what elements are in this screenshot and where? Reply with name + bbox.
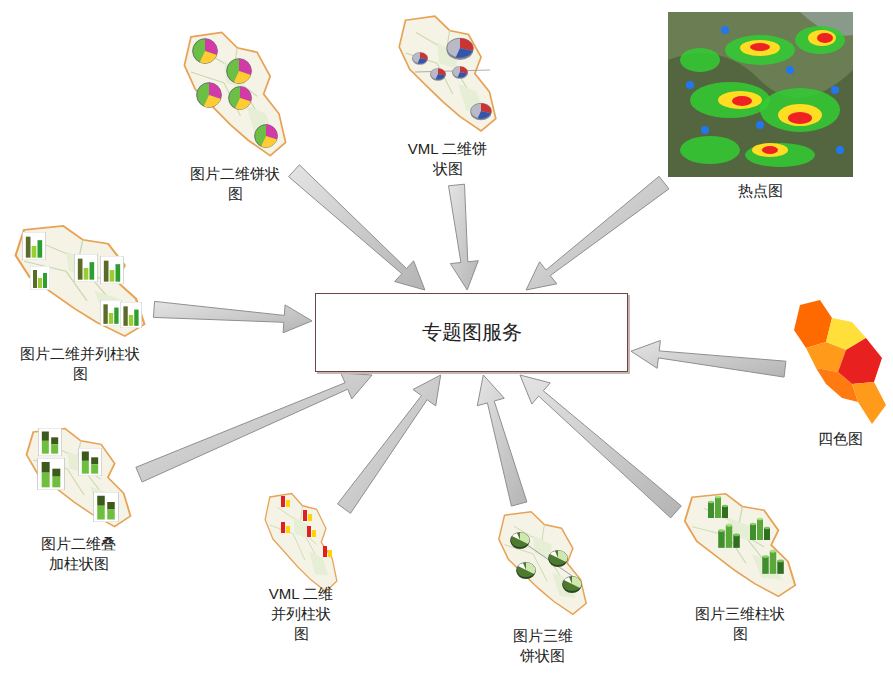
thumbnail-caption: 图片二维叠加柱状图 xyxy=(38,534,120,574)
spike-arrow xyxy=(631,341,786,378)
thumbnail-node: 四色图 xyxy=(789,300,889,451)
bar-map-thumbnail xyxy=(16,226,145,336)
thumbnail-node: VML 二维饼状图 xyxy=(395,12,500,181)
spike-arrow xyxy=(520,375,681,518)
thumbnail-node: 图片二维饼状图 xyxy=(180,28,290,206)
service-box: 专题图服务 xyxy=(315,293,628,372)
vml-pie-map-thumbnail xyxy=(399,16,496,131)
service-label: 专题图服务 xyxy=(422,319,522,346)
caption-block: 图片二维饼状图 xyxy=(187,164,283,204)
thumbnail-node: 图片三维柱状图 xyxy=(680,490,800,646)
thumbnail-node: 图片二维叠加柱状图 xyxy=(22,425,135,576)
caption-block: 四色图 xyxy=(792,429,888,449)
thumbnail-caption: 热点图 xyxy=(701,181,821,201)
thumbnail-node: VML 二维并列柱状图 xyxy=(262,490,340,646)
spike-arrow xyxy=(477,375,527,506)
thumbnail-node: 热点图 xyxy=(668,12,853,203)
pie-map-thumbnail xyxy=(184,32,285,155)
spike-arrow xyxy=(526,176,669,290)
caption-block: 图片二维并列柱状图 xyxy=(19,344,141,384)
thumbnail-caption: 图片二维饼状图 xyxy=(187,164,283,204)
spike-arrow xyxy=(289,165,425,290)
spike-arrow xyxy=(449,184,479,290)
vml-bar-map-thumbnail xyxy=(265,494,337,592)
thumbnail-caption: 图片三维柱状图 xyxy=(692,604,788,644)
spike-arrow xyxy=(136,373,372,482)
spike-arrow xyxy=(338,375,441,513)
caption-block: VML 二维饼状图 xyxy=(403,139,493,179)
thumbnail-node: 图片三维饼状图 xyxy=(495,508,590,668)
thumbnail-caption: 图片三维饼状图 xyxy=(510,626,576,666)
3d-pie-map-thumbnail xyxy=(499,512,586,615)
spike-arrow xyxy=(153,301,312,332)
caption-block: 图片三维柱状图 xyxy=(692,604,788,644)
heat-map-thumbnail xyxy=(668,12,853,177)
caption-block: 图片二维叠加柱状图 xyxy=(38,534,120,574)
caption-block: VML 二维并列柱状图 xyxy=(268,584,334,644)
caption-block: 热点图 xyxy=(701,181,821,201)
thumbnail-caption: 四色图 xyxy=(792,429,888,449)
four-color-map-thumbnail xyxy=(794,300,886,424)
stacked-bar-map-thumbnail xyxy=(27,428,131,527)
thumbnail-node: 图片二维并列柱状图 xyxy=(10,222,150,386)
thumbnail-caption: VML 二维饼状图 xyxy=(403,139,493,179)
3d-bar-map-thumbnail xyxy=(685,494,795,597)
thumbnail-caption: 图片二维并列柱状图 xyxy=(19,344,141,384)
thumbnail-caption: VML 二维并列柱状图 xyxy=(268,584,334,644)
caption-block: 图片三维饼状图 xyxy=(510,626,576,666)
